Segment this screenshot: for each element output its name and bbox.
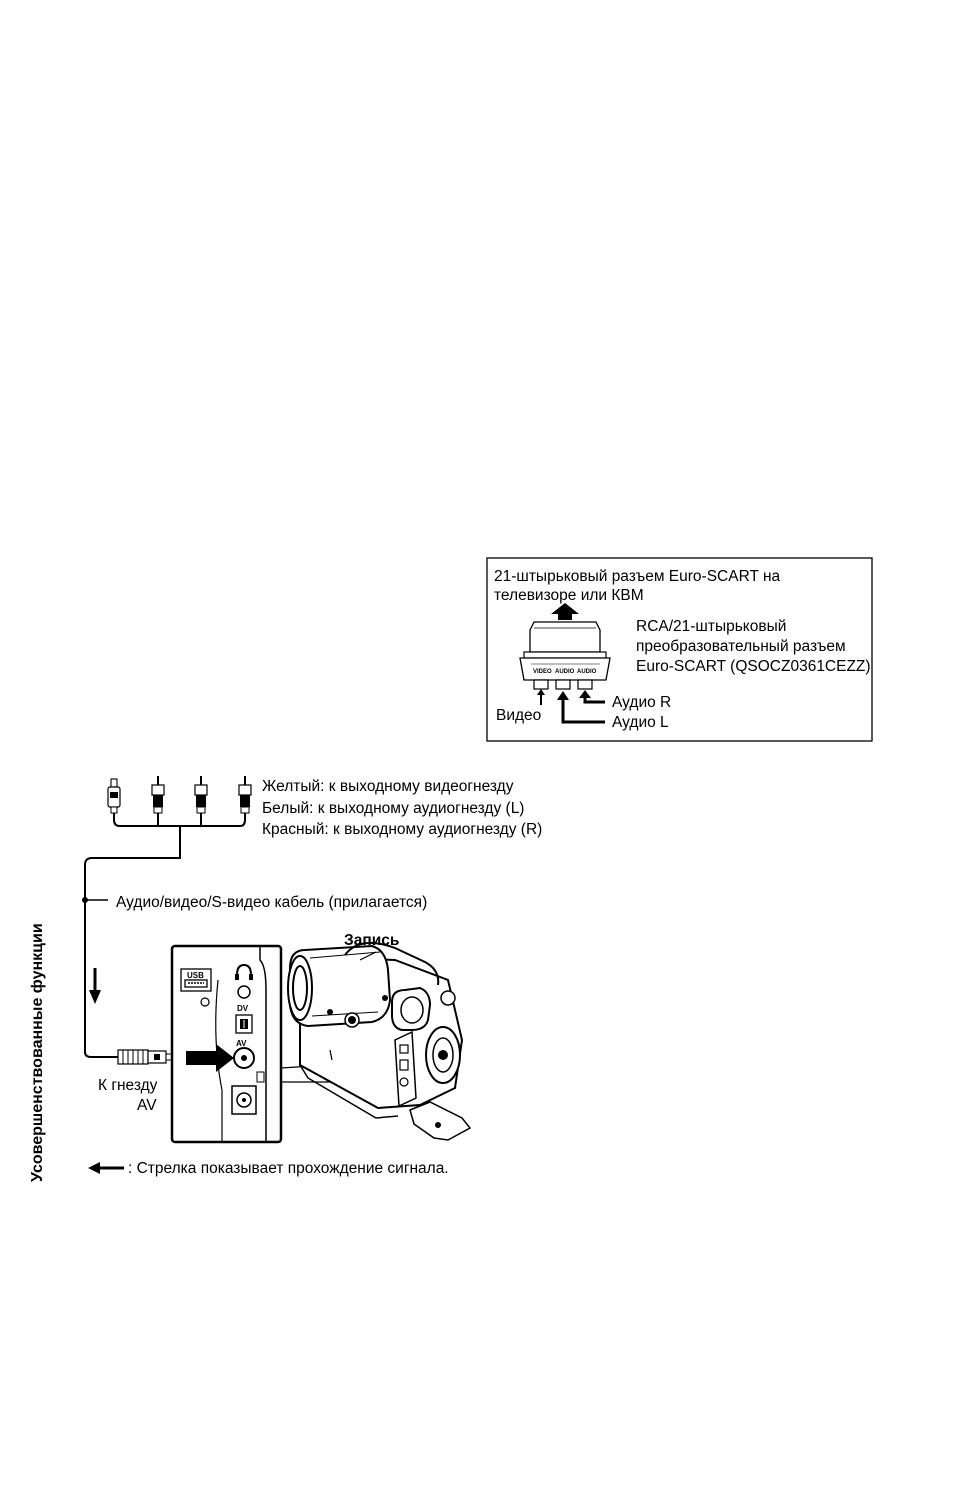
- scart-connector-icon: [519, 621, 611, 690]
- audio-r-label: Аудио R: [612, 694, 671, 711]
- red-plug-label: Красный: к выходному аудиогнезду (R): [262, 821, 542, 838]
- white-rca-plug-icon: [194, 776, 208, 814]
- yellow-plug-label: Желтый: к выходному видеогнезду: [262, 778, 514, 795]
- insert-arrow-icon: [186, 1044, 234, 1072]
- dv-port-icon: [235, 1014, 253, 1034]
- adapter-label-line1: RCA/21-штырьковый: [636, 618, 786, 635]
- av-cable: [82, 776, 252, 1065]
- dv-port-label: DV: [237, 1004, 249, 1013]
- adapter-label-line2: преобразовательный разъем: [636, 638, 846, 655]
- port-label-video: VIDEO: [533, 669, 552, 675]
- audio-l-signal-arrow-icon: [557, 691, 605, 724]
- white-plug-label: Белый: к выходному аудиогнезду (L): [262, 800, 524, 817]
- adapter-label-line3: Euro-SCART (QSOCZ0361CEZZ): [636, 658, 871, 675]
- usb-port-label: USB: [187, 971, 204, 980]
- video-label: Видео: [496, 707, 541, 724]
- audio-r-signal-arrow-icon: [579, 690, 605, 704]
- jack-panel-zoom: USB DV AV: [170, 944, 283, 1144]
- scart-adapter-box: 21-штырьковый разъем Euro-SCART на телев…: [486, 557, 873, 742]
- av-port-label: AV: [236, 1039, 247, 1048]
- dc-jack-icon: [231, 1085, 257, 1115]
- scart-title-line1: 21-штырьковый разъем Euro-SCART на: [494, 568, 781, 585]
- scart-title-line2: телевизоре или КВМ: [494, 587, 644, 604]
- arrow-note-text: : Стрелка показывает прохождение сигнала…: [128, 1160, 449, 1177]
- av-port-icon: [233, 1047, 255, 1069]
- usb-port-icon: [180, 968, 212, 992]
- s-video-plug-icon: [107, 778, 121, 814]
- port-label-audio-r: AUDIO: [577, 669, 597, 675]
- side-section-title: Усовершенствованные функции: [29, 923, 46, 1182]
- yellow-rca-plug-icon: [151, 776, 165, 814]
- red-rca-plug-icon: [238, 776, 252, 814]
- av-mini-plug-icon: [117, 1049, 177, 1065]
- audio-l-label: Аудио L: [612, 714, 669, 731]
- jack-label-line2: AV: [137, 1097, 157, 1114]
- video-signal-arrow-icon: [537, 689, 545, 705]
- jack-label-line1: К гнезду: [98, 1077, 158, 1094]
- headphone-jack-icon: [200, 963, 253, 1007]
- signal-arrow-legend-icon: [88, 1162, 124, 1174]
- down-arrow-icon: [89, 968, 101, 1004]
- camcorder-icon: [287, 941, 472, 1141]
- cable-label: Аудио/видео/S-видео кабель (прилагается): [116, 894, 427, 911]
- up-arrow-icon: [551, 603, 579, 620]
- port-label-audio-l: AUDIO: [555, 669, 575, 675]
